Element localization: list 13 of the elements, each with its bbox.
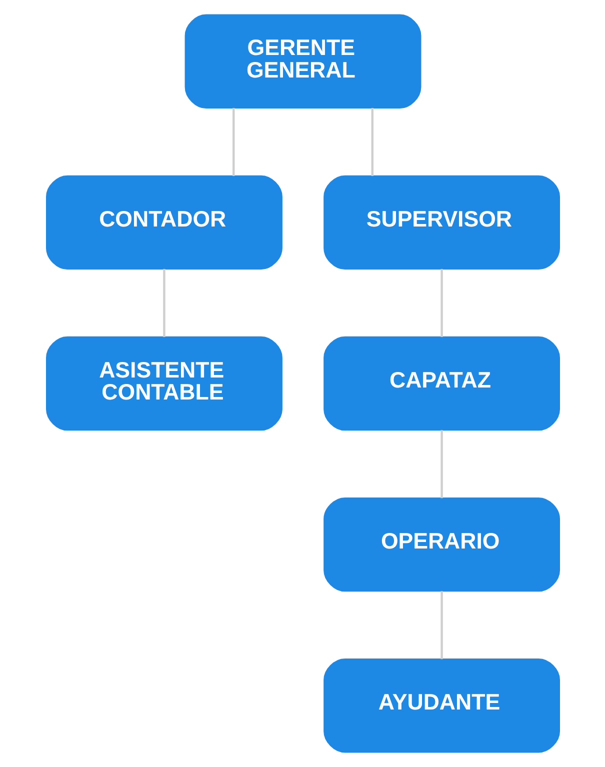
node-box: OPERARIO [323,497,560,592]
node-box: SUPERVISOR [323,175,560,270]
node-box: GERENTE GENERAL [184,14,421,108]
node-box: CONTADOR [46,175,282,270]
connector [440,430,442,498]
connector [440,269,442,338]
connector [370,108,373,176]
node-box: AYUDANTE [323,658,560,753]
connector [162,269,165,338]
node-box: ASISTENTE CONTABLE [46,336,282,431]
connector [232,108,234,176]
connector [440,591,442,660]
node-box: CAPATAZ [323,336,560,431]
